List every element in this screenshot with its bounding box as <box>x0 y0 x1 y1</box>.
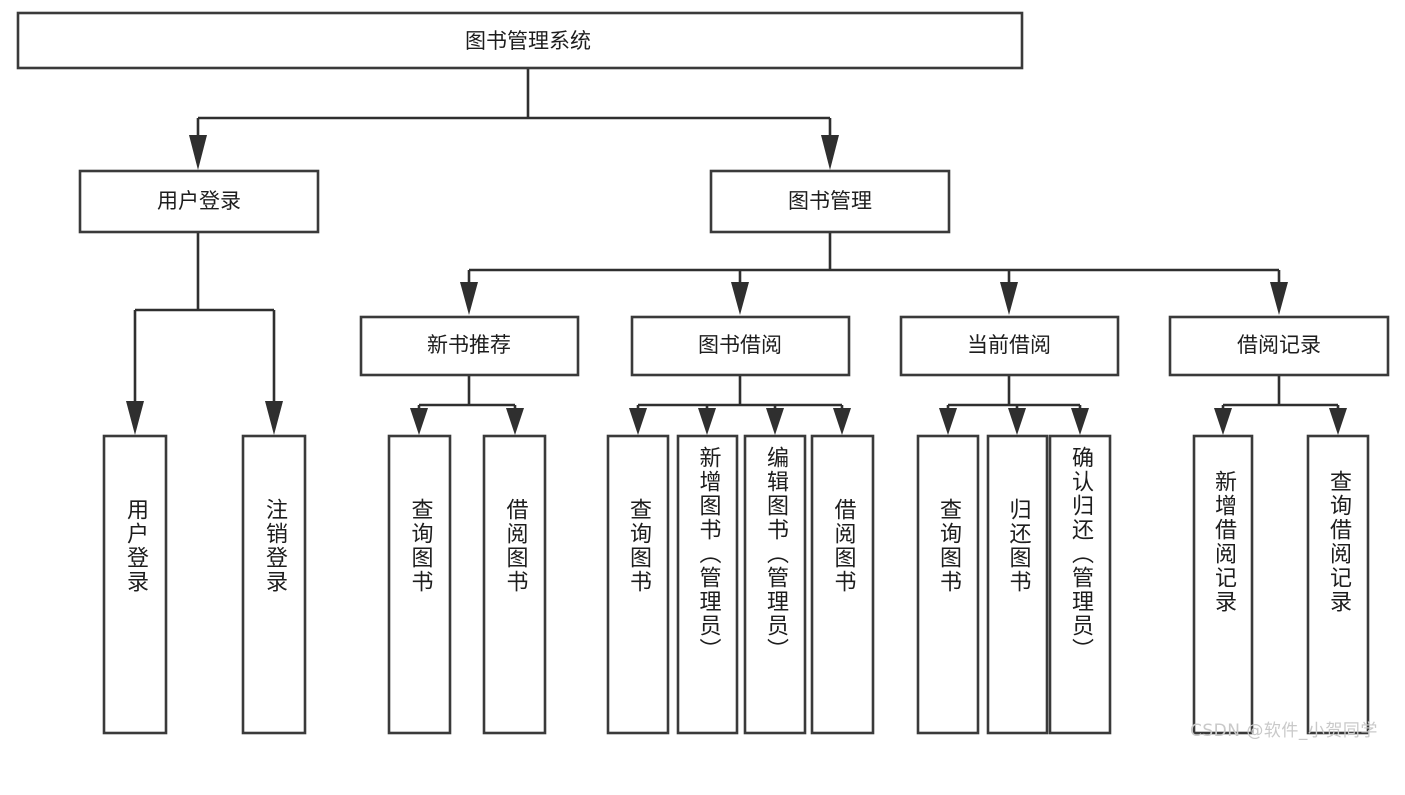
node-leaf-user-login-box[interactable] <box>102 434 168 735</box>
node-borrow-record-label: 借阅记录 <box>1237 333 1321 357</box>
node-leaf-rec-search-box[interactable] <box>1306 434 1370 735</box>
node-root[interactable]: 图书管理系统 <box>16 11 1024 70</box>
arrow-user-login-leaf-2 <box>265 401 283 435</box>
node-leaf-user-logout-box[interactable] <box>241 434 307 735</box>
arrow-borrow-record-leaf-1 <box>1214 408 1232 435</box>
node-borrow-record-box[interactable] <box>1168 315 1390 377</box>
node-leaf-rec-borrow-box[interactable] <box>482 434 547 735</box>
arrow-root-to-user-login <box>189 135 207 170</box>
node-new-book-rec-label: 新书推荐 <box>427 333 511 357</box>
node-new-book-rec[interactable]: 新书推荐 <box>359 315 580 377</box>
node-user-login-box[interactable] <box>78 169 320 234</box>
arrow-current-borrow-leaf-1 <box>939 408 957 435</box>
node-leaf-cur-confirm-box[interactable] <box>1048 434 1112 735</box>
node-leaf-rec-query-box[interactable] <box>387 434 452 735</box>
node-current-borrow-box[interactable] <box>899 315 1120 377</box>
node-book-mgmt[interactable]: 图书管理 <box>709 169 951 234</box>
arrow-book-mgmt-to-book-borrow <box>731 282 749 315</box>
arrow-book-borrow-leaf-1 <box>629 408 647 435</box>
arrow-book-borrow-leaf-4 <box>833 408 851 435</box>
arrow-new-book-rec-leaf-2 <box>506 408 524 435</box>
arrow-new-book-rec-leaf-1 <box>410 408 428 435</box>
node-book-borrow-box[interactable] <box>630 315 851 377</box>
node-user-login[interactable]: 用户登录 <box>78 169 320 234</box>
arrow-book-borrow-leaf-2 <box>698 408 716 435</box>
diagram-canvas: 图书管理系统 用户登录 图书管理 新书推荐 图书借阅 当前借阅 借阅记录 <box>16 11 1390 735</box>
node-leaf-rec-add-box[interactable] <box>1192 434 1254 735</box>
node-current-borrow[interactable]: 当前借阅 <box>899 315 1120 377</box>
arrow-book-borrow-leaf-3 <box>766 408 784 435</box>
node-leaf-cur-return-box[interactable] <box>986 434 1049 735</box>
arrow-book-mgmt-to-new-book-rec <box>460 282 478 315</box>
node-leaf-borrow-lend-box[interactable] <box>810 434 875 735</box>
node-book-mgmt-box[interactable] <box>709 169 951 234</box>
node-book-mgmt-label: 图书管理 <box>788 189 872 213</box>
hierarchy-diagram: 图书管理系统 用户登录 图书管理 新书推荐 图书借阅 当前借阅 借阅记录 <box>16 11 1390 741</box>
arrow-borrow-record-leaf-2 <box>1329 408 1347 435</box>
node-current-borrow-label: 当前借阅 <box>967 333 1051 357</box>
node-root-label: 图书管理系统 <box>465 29 591 53</box>
arrow-current-borrow-leaf-3 <box>1071 408 1089 435</box>
node-borrow-record[interactable]: 借阅记录 <box>1168 315 1390 377</box>
arrow-root-to-book-mgmt <box>821 135 839 170</box>
node-leaf-borrow-edit-box[interactable] <box>743 434 807 735</box>
connector-layer <box>126 68 1347 435</box>
node-leaf-borrow-query-box[interactable] <box>606 434 670 735</box>
arrow-book-mgmt-to-borrow-record <box>1270 282 1288 315</box>
node-root-box[interactable] <box>16 11 1024 70</box>
node-user-login-label: 用户登录 <box>157 189 241 213</box>
node-new-book-rec-box[interactable] <box>359 315 580 377</box>
leaf-boxes-layer <box>102 434 1370 735</box>
node-book-borrow[interactable]: 图书借阅 <box>630 315 851 377</box>
node-leaf-borrow-add-box[interactable] <box>676 434 739 735</box>
arrow-user-login-leaf-1 <box>126 401 144 435</box>
node-book-borrow-label: 图书借阅 <box>698 333 782 357</box>
node-leaf-cur-query-box[interactable] <box>916 434 980 735</box>
arrow-book-mgmt-to-current-borrow <box>1000 282 1018 315</box>
arrow-current-borrow-leaf-2 <box>1008 408 1026 435</box>
